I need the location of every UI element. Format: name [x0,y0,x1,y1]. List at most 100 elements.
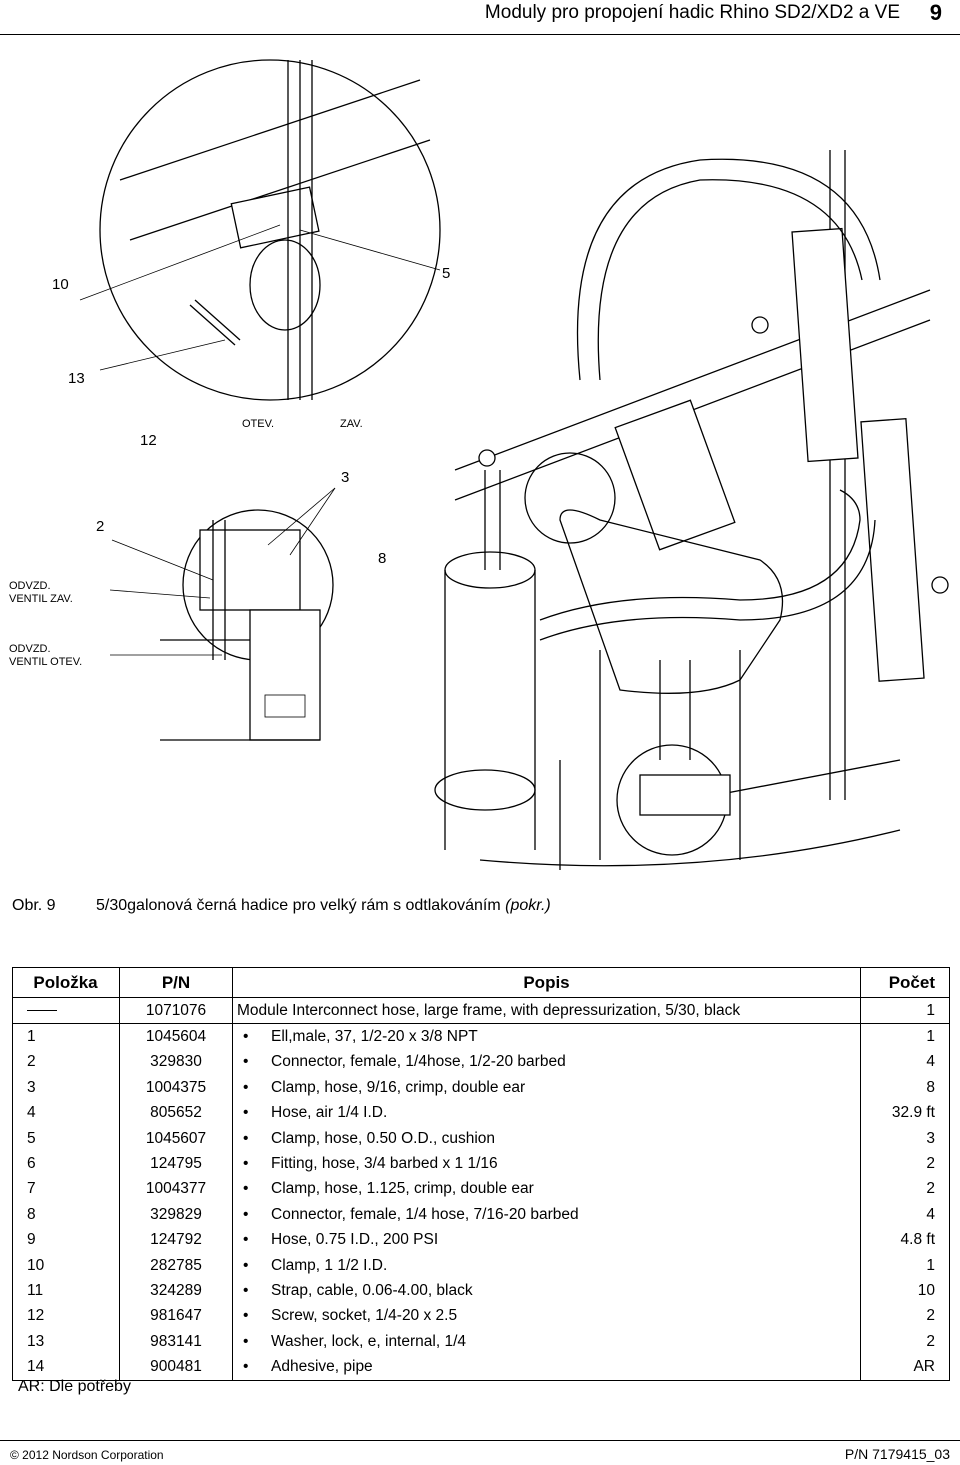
cell-desc: • Hose, 0.75 I.D., 200 PSI [232,1227,861,1253]
bullet-icon: • [243,1155,249,1173]
technical-drawing [79,59,949,870]
callout-13: 13 [68,370,85,387]
cell-pn: 900481 [119,1354,233,1381]
cell-qty: 2 [860,1303,950,1330]
bullet-icon: • [243,1307,249,1325]
cell-qty: 1 [860,997,950,1025]
cell-desc-text: Adhesive, pipe [271,1358,373,1376]
cell-item: 5 [12,1125,120,1152]
figure-caption-text: 5/30galonová černá hadice pro velký rám … [96,897,501,914]
figure-caption-suffix: (pokr.) [505,897,551,914]
cell-item: 1 [12,1023,120,1050]
cell-item: 13 [12,1329,120,1355]
cell-item: 12 [12,1303,120,1330]
cell-qty: 1 [860,1252,950,1279]
cell-desc-text: Clamp, hose, 0.50 O.D., cushion [271,1129,496,1147]
page-header-title: Moduly pro propojení hadic Rhino SD2/XD2… [484,2,900,23]
bullet-icon: • [243,1256,249,1274]
callout-5: 5 [442,265,451,282]
label-valve-open: ODVZD. VENTIL OTEV. [9,643,82,669]
label-open: OTEV. [242,418,274,430]
cell-qty: 2 [860,1329,950,1355]
cell-pn: 805652 [119,1100,233,1126]
cell-pn: 1045607 [119,1125,233,1152]
cell-pn: 282785 [119,1252,233,1279]
parts-table-body: 1071076 Module Interconnect hose, large … [12,997,950,1381]
cell-desc: •Adhesive, pipe [232,1354,861,1381]
cell-item: 14 [12,1354,120,1381]
cell-desc: •Connector, female, 1/4hose, 1/2-20 barb… [232,1049,861,1076]
cell-item: 11 [12,1278,120,1304]
cell-pn: 329829 [119,1202,233,1228]
cell-desc-text: Strap, cable, 0.06-4.00, black [271,1281,473,1299]
bullet-icon: • [243,1104,249,1122]
cell-desc: •Clamp, hose, 9/16, crimp, double ear [232,1075,861,1101]
bullet-icon: • [243,1281,249,1299]
cell-item: 4 [12,1100,120,1126]
cell-item: 3 [12,1075,120,1101]
label-valve-open-line1: ODVZD. [9,643,51,655]
cell-item [12,997,120,1025]
cell-desc-text: Ell,male, 37, 1/2-20 x 3/8 NPT [271,1028,478,1046]
header-pn: P/N [119,967,233,998]
callout-12: 12 [140,432,157,449]
cell-qty: AR [860,1354,950,1381]
footer-part-number: P/N 7179415_03 [844,1446,950,1462]
table-header-row: Položka P/N Popis Počet [12,967,950,998]
ar-note: AR: Dle potřeby [18,1378,131,1395]
cell-item: 10 [12,1252,120,1279]
cell-desc-text: Clamp, hose, 1.125, crimp, double ear [271,1180,534,1198]
cell-qty: 1 [860,1023,950,1050]
cell-desc-text: Clamp, 1 1/2 I.D. [271,1256,388,1274]
cell-item: 9 [12,1227,120,1253]
cell-desc: •Screw, socket, 1/4-20 x 2.5 [232,1303,861,1330]
cell-desc: •Washer, lock, e, internal, 1/4 [232,1329,861,1355]
table-row: 1071076 Module Interconnect hose, large … [12,997,950,1025]
callout-3: 3 [341,469,350,486]
cell-desc-text: Fitting, hose, 3/4 barbed x 1 1/16 [271,1155,498,1173]
cell-desc-text: Hose, air 1/4 I.D. [271,1104,388,1122]
cell-desc-text: Connector, female, 1/4 hose, 7/16-20 bar… [271,1205,579,1223]
callout-8: 8 [378,550,387,567]
cell-pn: 983141 [119,1329,233,1355]
callout-10: 10 [52,276,69,293]
bullet-icon: • [243,1028,249,1046]
cell-pn: 1071076 [119,997,233,1025]
cell-desc: •Clamp, hose, 1.125, crimp, double ear [232,1176,861,1203]
cell-qty: 3 [860,1125,950,1152]
footer-divider [0,1440,960,1441]
cell-desc: Module Interconnect hose, large frame, w… [232,997,861,1025]
cell-qty: 4 [860,1202,950,1228]
bullet-icon: • [243,1231,249,1249]
header-item: Položka [12,967,120,998]
label-valve-closed-line1: ODVZD. [9,580,51,592]
cell-pn: 1004375 [119,1075,233,1101]
cell-desc: • Hose, air 1/4 I.D. [232,1100,861,1126]
cell-desc: • Strap, cable, 0.06-4.00, black [232,1278,861,1304]
bullet-icon: • [243,1205,249,1223]
cell-desc-text: Hose, 0.75 I.D., 200 PSI [271,1231,439,1249]
header-qty: Počet [860,967,950,998]
cell-desc-text: Clamp, hose, 9/16, crimp, double ear [271,1078,526,1096]
cell-qty: 2 [860,1151,950,1177]
footer-copyright: © 2012 Nordson Corporation [10,1448,164,1462]
detail-circle-hose [524,452,616,544]
cell-qty: 8 [860,1075,950,1101]
header-desc: Popis [232,967,861,998]
bullet-icon: • [243,1053,249,1071]
cell-item: 8 [12,1202,120,1228]
cell-pn: 1045604 [119,1023,233,1050]
label-closed: ZAV. [340,418,363,430]
label-valve-closed: ODVZD. VENTIL ZAV. [9,580,73,606]
cell-qty: 4 [860,1049,950,1076]
cell-qty: 10 [860,1278,950,1304]
